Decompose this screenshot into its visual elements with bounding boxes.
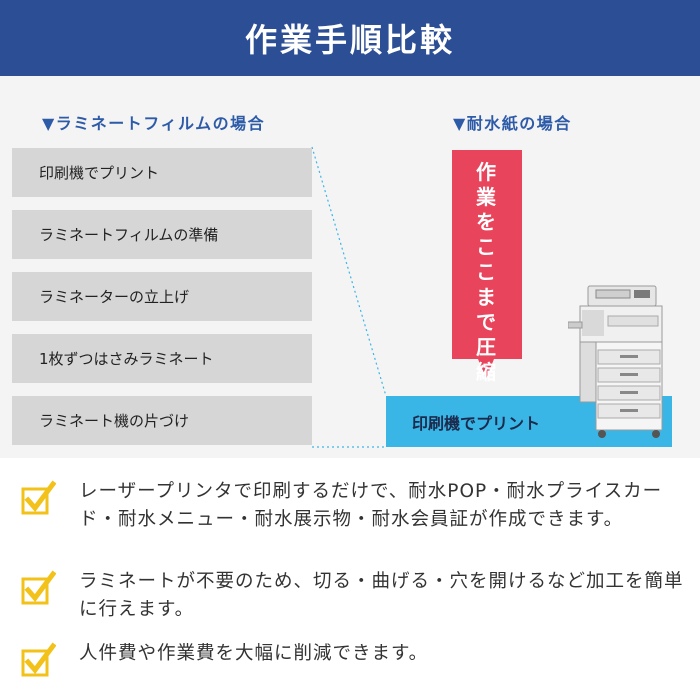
banner-text: 作業をここまで圧縮	[476, 160, 496, 384]
step-item: 印刷機でプリント	[12, 148, 312, 197]
waterproof-heading: ▼耐水紙の場合	[453, 114, 572, 133]
benefit-text: レーザープリンタで印刷するだけで、耐水POP・耐水プライスカード・耐水メニュー・…	[79, 481, 663, 530]
step-item: ラミネート機の片づけ	[12, 396, 312, 445]
benefit-text: 人件費や作業費を大幅に削減できます。	[79, 643, 429, 664]
step-item: ラミネートフィルムの準備	[12, 210, 312, 259]
compress-arrow-banner	[452, 150, 522, 379]
printer-icon	[568, 285, 663, 438]
check-icon	[21, 570, 56, 605]
check-icon	[21, 480, 56, 515]
print-step-label: 印刷機でプリント	[412, 413, 541, 433]
step-item: ラミネーターの立上げ	[12, 272, 312, 321]
benefit-item: 人件費や作業費を大幅に削減できます。	[20, 640, 680, 680]
benefit-item: ラミネートが不要のため、切る・曲げる・穴を開けるなど加工を簡単に行えます。	[20, 568, 683, 628]
page-title: 作業手順比較	[244, 21, 455, 59]
header-banner: 作業手順比較	[0, 0, 700, 76]
benefit-text: ラミネートが不要のため、切る・曲げる・穴を開けるなど加工を簡単に行えます。	[79, 571, 684, 620]
laminate-heading: ▼ラミネートフィルムの場合	[42, 114, 266, 133]
check-icon	[21, 642, 56, 677]
step-item: 1枚ずつはさみラミネート	[12, 334, 312, 383]
benefit-item: レーザープリンタで印刷するだけで、耐水POP・耐水プライスカード・耐水メニュー・…	[20, 478, 680, 562]
